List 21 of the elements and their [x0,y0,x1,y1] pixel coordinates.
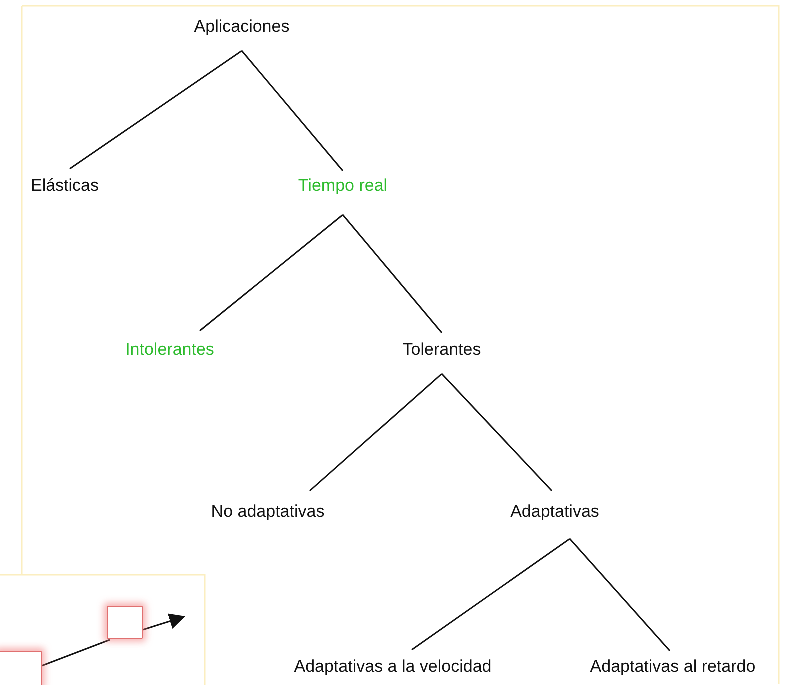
category-label: Aplicaciones [194,17,290,37]
category-label: Tolerantes [402,340,482,360]
tree-line [342,214,443,334]
tree-line [412,538,570,651]
tree-line [241,50,344,172]
category-label: Elásticas [30,176,100,196]
tree-line [200,214,344,332]
tree-line [310,373,442,492]
category-label: Adaptativas a la velocidad [294,657,492,677]
category-label: Adaptativas [510,502,600,522]
tree-line [70,50,242,170]
category-label: Tiempo real [298,176,388,196]
category-label: Intolerantes [126,340,214,360]
square-box [107,606,143,639]
tree-line [569,538,671,652]
tree-line [441,373,553,492]
category-label: Adaptativas al retardo [590,657,756,677]
category-label: No adaptativas [211,502,325,522]
square-box [0,651,42,685]
tree-line [42,639,110,667]
arrow [142,614,186,631]
